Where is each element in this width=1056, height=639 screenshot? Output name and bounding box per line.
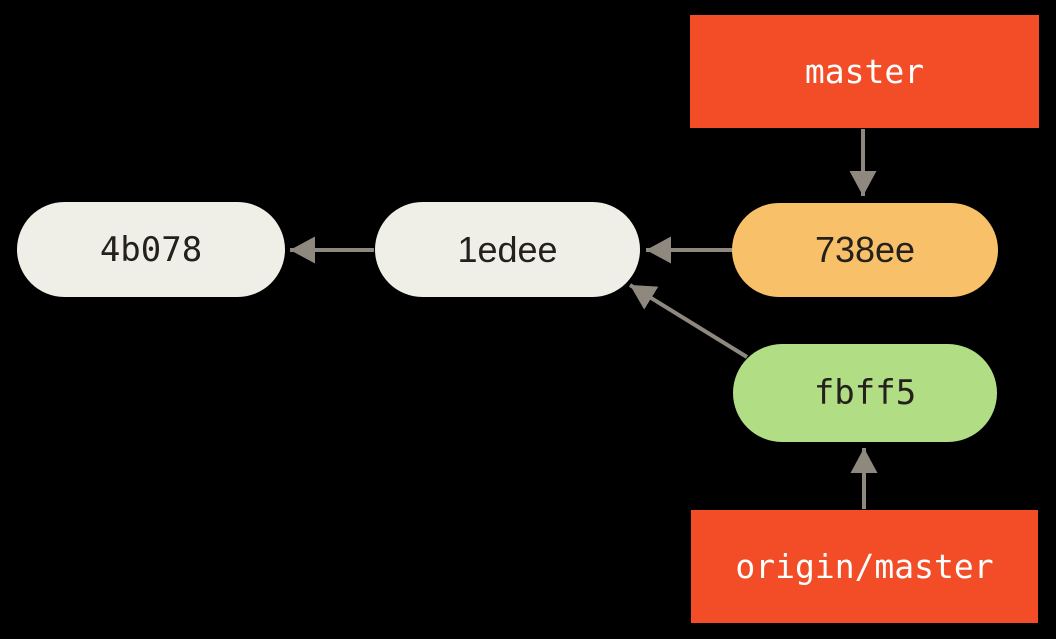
branch-label-origin-master: origin/master <box>691 510 1038 623</box>
commit-node-fbff5: fbff5 <box>733 344 997 442</box>
branch-label-origin-master-text: origin/master <box>735 547 994 586</box>
commit-node-4b078: 4b078 <box>17 202 285 297</box>
commit-node-1edee: 1edee <box>375 202 640 297</box>
commit-node-738ee: 738ee <box>732 203 998 297</box>
commit-id-label: 4b078 <box>99 229 203 270</box>
branch-label-master-text: master <box>804 52 925 91</box>
commit-id-label: 1edee <box>457 228 558 270</box>
commit-id-label: fbff5 <box>813 373 917 413</box>
edge-fbff5-to-1edee <box>628 283 749 359</box>
commit-id-label: 738ee <box>814 229 916 270</box>
branch-label-master: master <box>690 15 1039 128</box>
